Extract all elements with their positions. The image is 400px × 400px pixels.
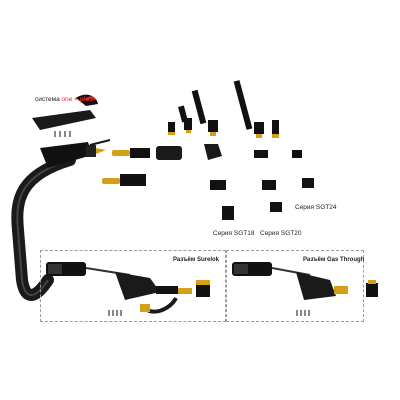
consumable-elbow-1 xyxy=(204,144,222,160)
series-sgt24-label: Серия SGT24 xyxy=(295,204,337,211)
gas-through-frame xyxy=(226,250,364,322)
consumable-black-body-1 xyxy=(130,148,150,158)
connector-sgt-3 xyxy=(302,178,314,188)
system-prefix: система xyxy=(35,96,62,103)
connector-surelok-label: Разъём Surelok xyxy=(173,257,219,263)
series-sgt20-label: Серия SGT20 xyxy=(260,230,302,237)
screw-set-gas xyxy=(296,310,310,316)
system-plus: plus xyxy=(79,96,94,103)
connector-sgt20 xyxy=(270,202,282,212)
system-one-plus-label: система one + plus xyxy=(35,96,93,103)
torch-head-tall-2 xyxy=(233,80,264,138)
torch-head-right xyxy=(272,120,279,138)
torch-neck xyxy=(86,145,96,157)
connector-sgt18 xyxy=(222,206,234,220)
screw-set-top xyxy=(54,131,71,137)
surelok-frame xyxy=(40,250,226,322)
connector-gas-through-label: Разъём Gas Through xyxy=(303,257,365,263)
brass-tip-main xyxy=(96,148,106,154)
connector-small-1 xyxy=(254,150,268,158)
gas-through-connector xyxy=(232,262,378,300)
surelok-connector xyxy=(46,262,210,314)
torch-head-short xyxy=(178,105,192,133)
screw-set-surelok xyxy=(108,310,122,316)
system-one: one xyxy=(61,96,73,103)
torch-head-cap xyxy=(168,122,175,135)
handle-grip xyxy=(32,110,96,130)
connector-sgt-1 xyxy=(210,180,226,190)
torch-head-tall-1 xyxy=(191,89,218,136)
consumable-brass-contact-2 xyxy=(102,178,120,184)
torch-handle xyxy=(40,142,92,168)
system-plus-sign: + xyxy=(72,96,80,103)
consumable-nozzle-1 xyxy=(156,146,182,160)
connector-sgt-2 xyxy=(262,180,276,190)
connector-small-2 xyxy=(292,150,302,158)
consumable-brass-contact xyxy=(112,150,130,156)
consumable-black-body-2 xyxy=(120,174,146,186)
series-sgt18-label: Серия SGT18 xyxy=(213,230,255,237)
